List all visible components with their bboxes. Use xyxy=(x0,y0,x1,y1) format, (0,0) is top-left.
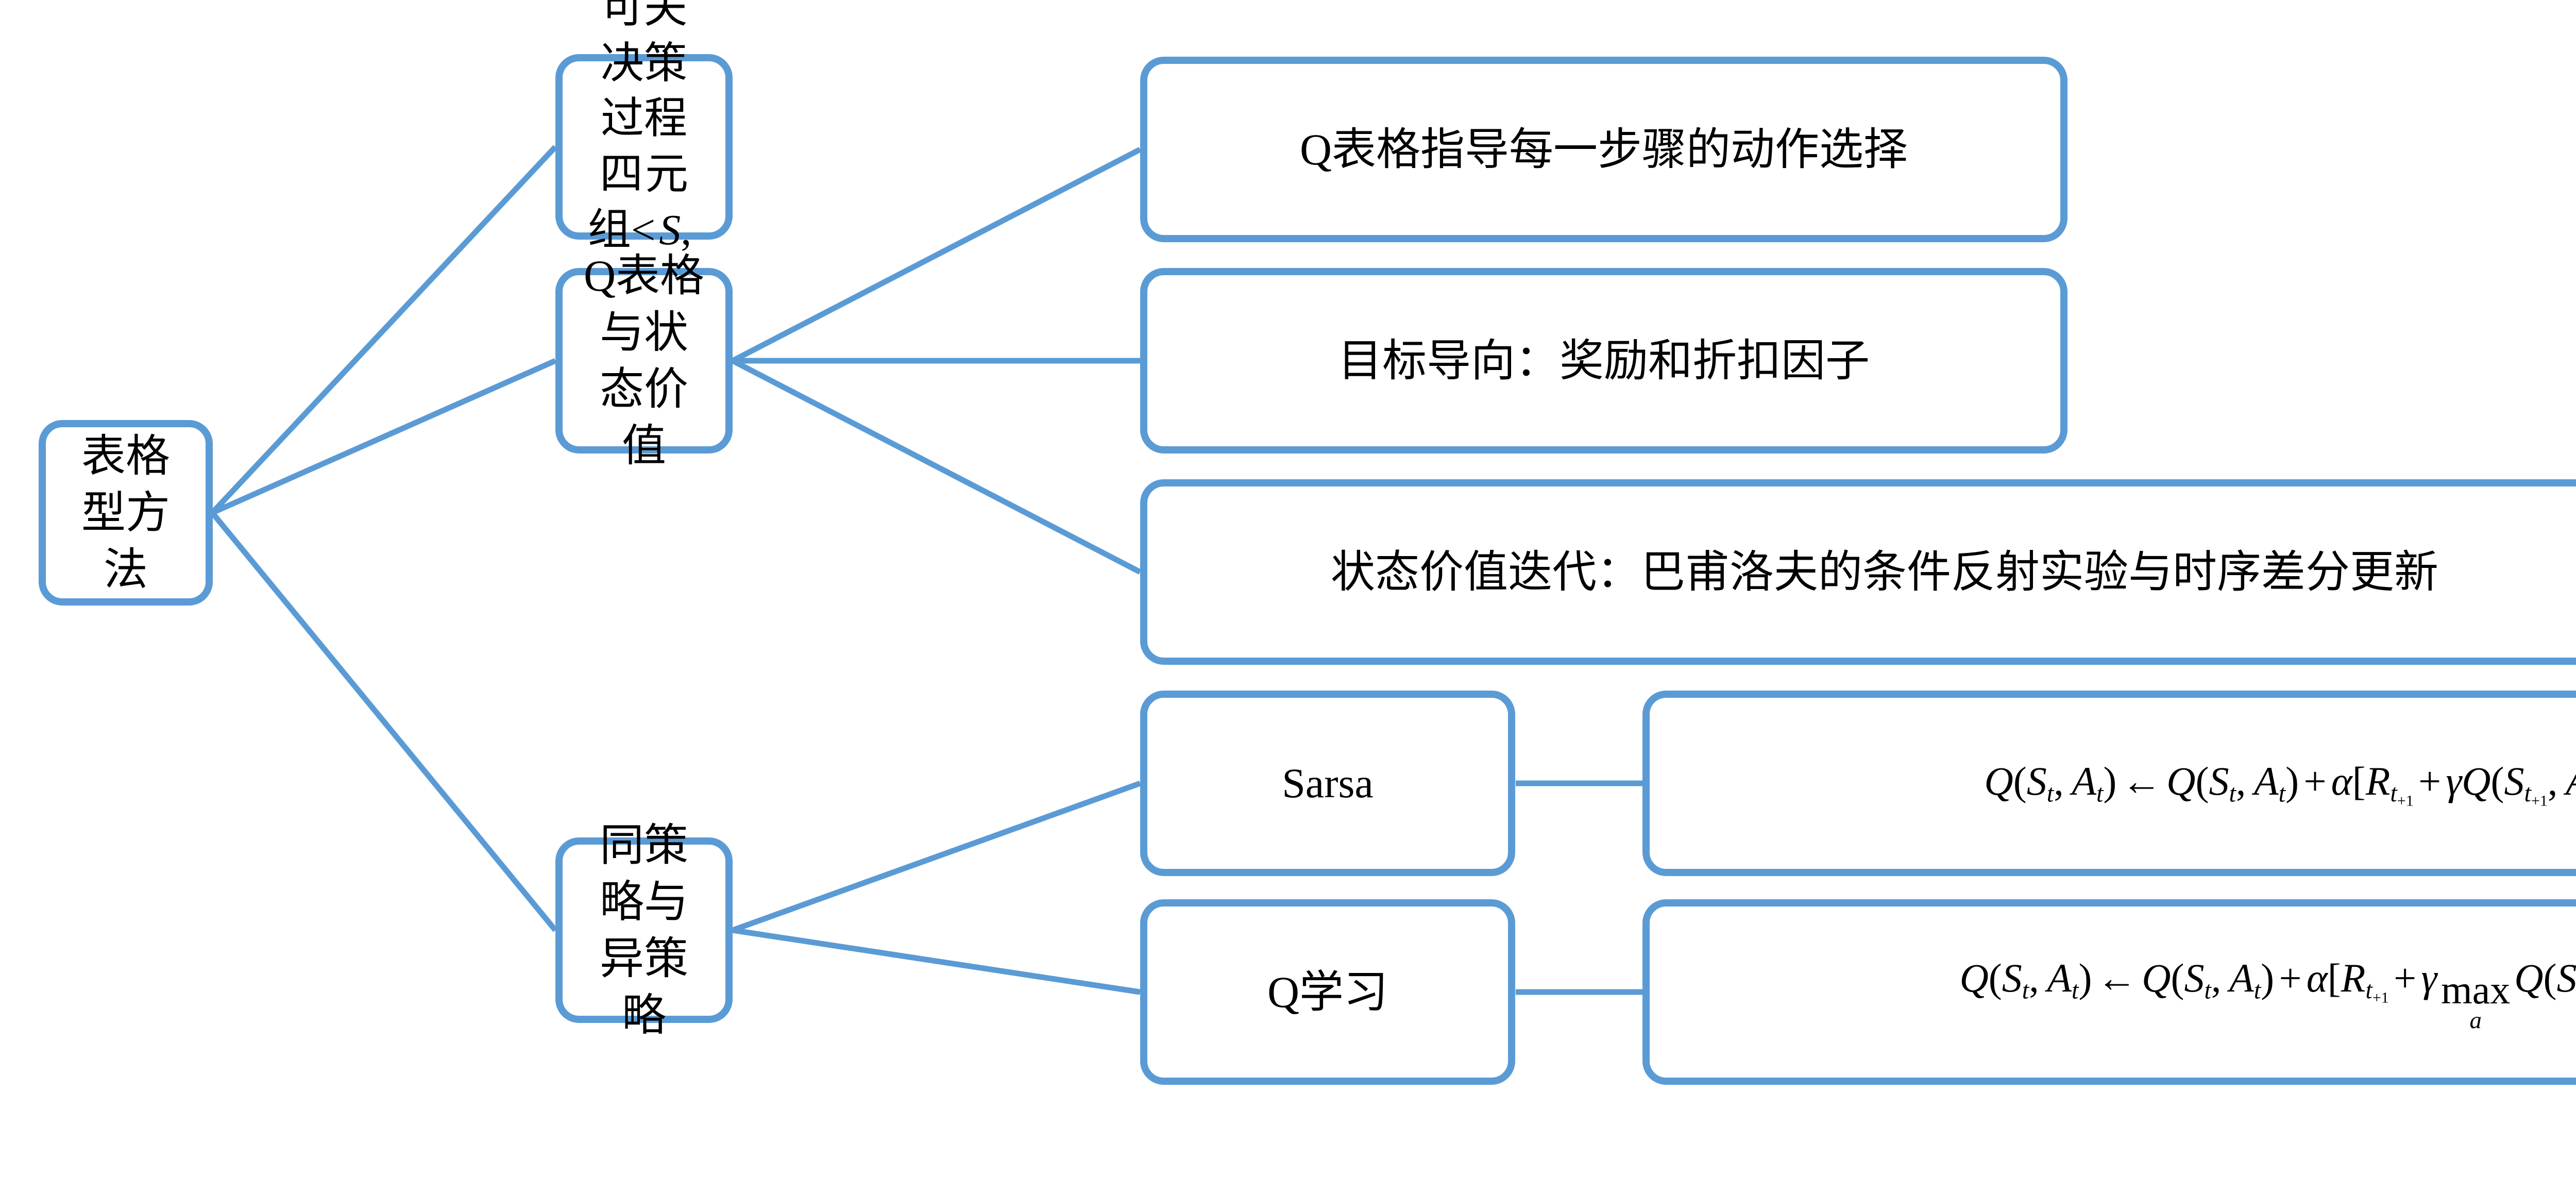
sarsa-formula-expression: Q(St, At)←Q(St, At)+α[Rt+1+γQ(St+1, At+1… xyxy=(1984,758,2576,810)
node-goal-oriented-label: 目标导向：奖励和折扣因子 xyxy=(1338,335,1870,385)
node-q-table-action-label: Q表格指导每一步骤的动作选择 xyxy=(1299,124,1908,174)
node-sarsa[interactable]: Sarsa xyxy=(1140,691,1515,876)
node-root[interactable]: 表格型方法 xyxy=(39,420,213,606)
link-policy-qlearning xyxy=(732,927,1141,995)
q-learning-formula-expression: Q(St, At)←Q(St, At)+α[Rt+1+γmaxaQ(St+1, … xyxy=(1959,955,2576,1034)
link-qtable-child1 xyxy=(731,147,1142,363)
node-q-table-action[interactable]: Q表格指导每一步骤的动作选择 xyxy=(1140,57,2067,242)
node-sarsa-formula[interactable]: Q(St, At)←Q(St, At)+α[Rt+1+γQ(St+1, At+1… xyxy=(1642,691,2576,876)
node-state-value-iteration[interactable]: 状态价值迭代：巴甫洛夫的条件反射实验与时序差分更新 xyxy=(1140,479,2576,665)
node-q-table-state-value[interactable]: Q表格与状态价值 xyxy=(555,251,733,471)
link-qtable-child3 xyxy=(731,358,1142,575)
node-mdp[interactable]: 马尔可夫决策过程四 元组< S, A, P, R > xyxy=(555,0,733,365)
link-root-policy xyxy=(210,511,558,932)
node-on-off-policy[interactable]: 同策略与异策略 xyxy=(555,820,733,1040)
link-policy-sarsa xyxy=(732,780,1141,933)
link-root-qtable xyxy=(211,358,557,516)
node-on-off-policy-label: 同策略与异策略 xyxy=(600,820,688,1040)
node-q-learning[interactable]: Q学习 xyxy=(1140,899,1515,1085)
node-q-learning-formula[interactable]: Q(St, At)←Q(St, At)+α[Rt+1+γmaxaQ(St+1, … xyxy=(1642,899,2576,1085)
node-root-label: 表格型方法 xyxy=(81,431,170,595)
node-q-table-state-value-label: Q表格与状态价值 xyxy=(583,250,705,471)
link-root-mdp xyxy=(210,145,558,515)
node-sarsa-label: Sarsa xyxy=(1282,759,1374,807)
node-state-value-iteration-label: 状态价值迭代：巴甫洛夫的条件反射实验与时序差分更新 xyxy=(1331,547,2438,597)
node-q-learning-label: Q学习 xyxy=(1267,967,1388,1017)
node-mdp-label-line1: 马尔可夫决策过程四 xyxy=(599,0,687,198)
node-goal-oriented[interactable]: 目标导向：奖励和折扣因子 xyxy=(1140,268,2067,454)
